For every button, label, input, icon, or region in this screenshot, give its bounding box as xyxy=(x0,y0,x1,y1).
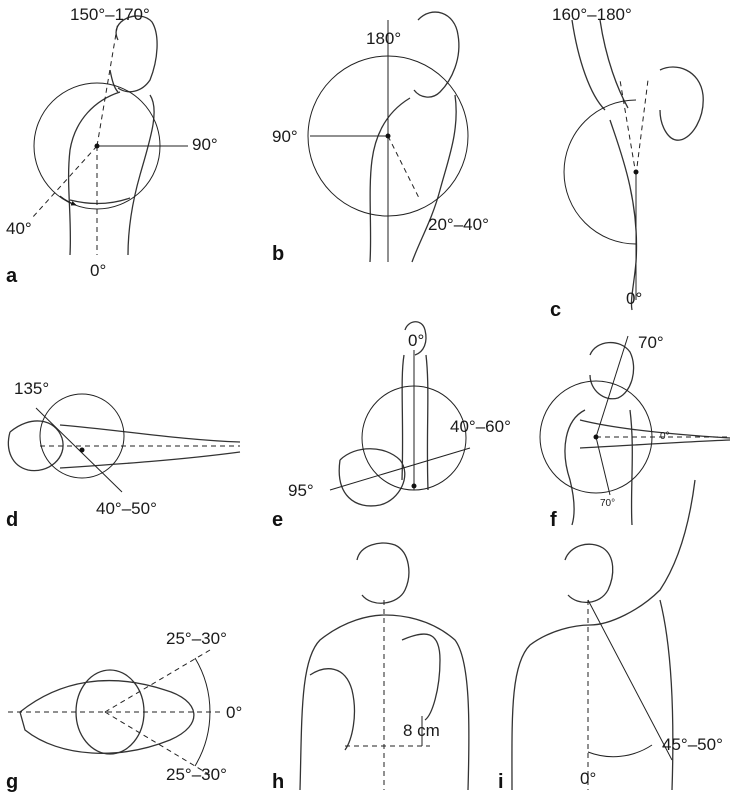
panel-b-adduction-angle: 20°–40° xyxy=(428,216,489,234)
panel-g-drawing xyxy=(8,650,220,775)
panel-b-horizontal-angle: 90° xyxy=(272,128,298,146)
panel-b-letter: b xyxy=(272,244,284,264)
panel-f-drawing xyxy=(540,336,730,525)
panel-g-upper-angle: 25°–30° xyxy=(166,630,227,648)
panel-d-drawing xyxy=(8,394,240,492)
panel-g-zero-angle: 0° xyxy=(226,704,242,722)
panel-c-drawing xyxy=(564,20,703,310)
panel-i-rotation-angle: 45°–50° xyxy=(662,736,723,754)
panel-h-letter: h xyxy=(272,772,284,792)
panel-e-drawing xyxy=(330,322,470,506)
panel-f-inner-seventy-label: 70° xyxy=(600,499,615,509)
panel-a-zero-angle: 0° xyxy=(90,262,106,280)
panel-g-letter: g xyxy=(6,772,18,792)
panel-f-inner-zero-label: 0° xyxy=(660,432,670,442)
panel-a-letter: a xyxy=(6,266,17,286)
panel-c-letter: c xyxy=(550,300,561,320)
panel-i-letter: i xyxy=(498,772,504,792)
panel-a-drawing xyxy=(32,16,188,255)
panel-e-external-angle: 40°–60° xyxy=(450,418,511,436)
panel-e-internal-angle: 95° xyxy=(288,482,314,500)
panel-e-zero-angle: 0° xyxy=(408,332,424,350)
panel-e-letter: e xyxy=(272,510,283,530)
panel-c-elevation-angle: 160°–180° xyxy=(552,6,632,24)
panel-d-upper-angle: 135° xyxy=(14,380,49,398)
panel-f-upper-angle: 70° xyxy=(638,334,664,352)
panel-h-drawing xyxy=(300,543,469,790)
panel-c-zero-angle: 0° xyxy=(626,290,642,308)
panel-b-vertical-angle: 180° xyxy=(366,30,401,48)
panel-a-extension-angle: 40° xyxy=(6,220,32,238)
panel-g-lower-angle: 25°–30° xyxy=(166,766,227,784)
panel-d-lower-angle: 40°–50° xyxy=(96,500,157,518)
panel-a-horizontal-angle: 90° xyxy=(192,136,218,154)
panel-d-letter: d xyxy=(6,510,18,530)
panel-f-letter: f xyxy=(550,510,557,530)
panel-a-flexion-angle: 150°–170° xyxy=(70,6,150,24)
panel-i-zero-angle: 0° xyxy=(580,770,596,788)
panel-h-distance-label: 8 cm xyxy=(403,722,440,740)
